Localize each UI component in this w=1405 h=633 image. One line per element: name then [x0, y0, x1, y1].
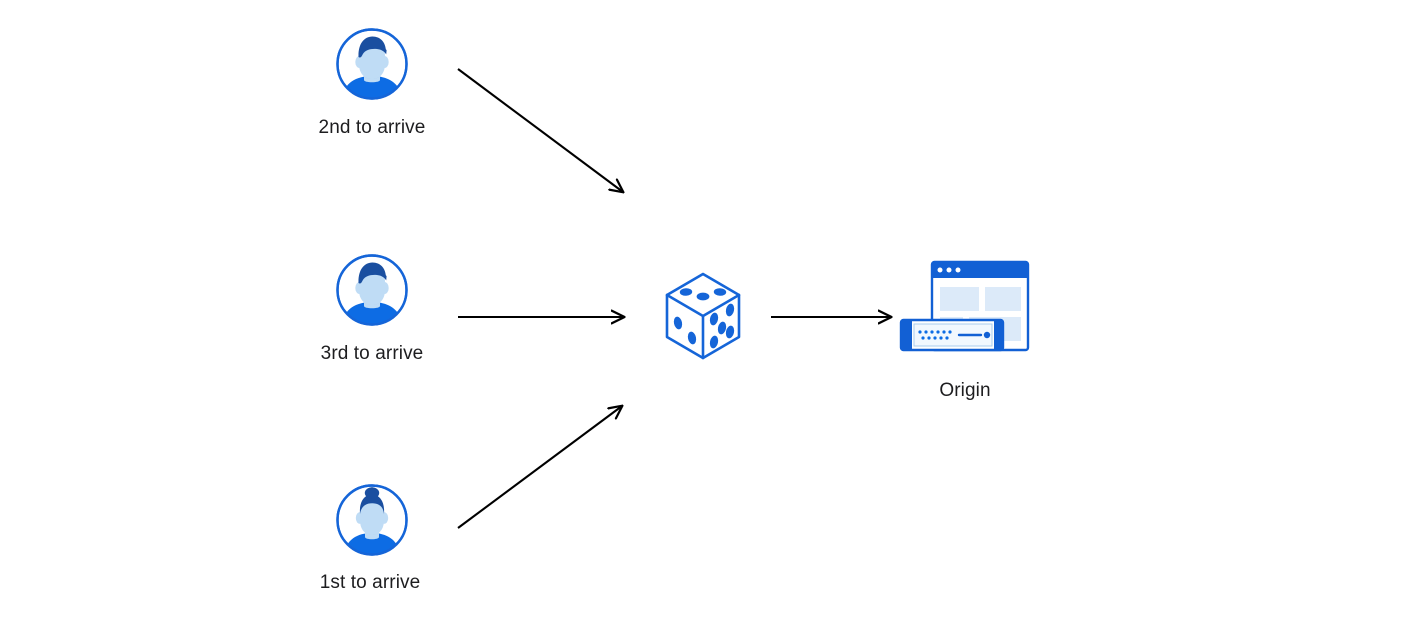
- arrow-second-to-randomizer: [457, 68, 623, 192]
- origin-server-icon: [899, 260, 1030, 352]
- client-label-third: 3rd to arrive: [320, 343, 424, 364]
- user-avatar-icon: [336, 254, 408, 326]
- origin-label: Origin: [939, 380, 991, 401]
- arrow-first-to-randomizer: [457, 406, 622, 529]
- client-node-third[interactable]: [334, 252, 410, 328]
- client-node-first[interactable]: [334, 482, 410, 558]
- origin-node[interactable]: [898, 258, 1030, 358]
- user-avatar-icon: [336, 28, 408, 100]
- user-avatar-icon: [336, 484, 408, 556]
- client-node-second[interactable]: [334, 26, 410, 102]
- randomizer-node[interactable]: [661, 270, 745, 362]
- client-label-second: 2nd to arrive: [318, 117, 426, 138]
- client-label-first: 1st to arrive: [319, 572, 421, 593]
- server-appliance-icon: [899, 318, 1005, 352]
- dice-icon: [665, 272, 741, 360]
